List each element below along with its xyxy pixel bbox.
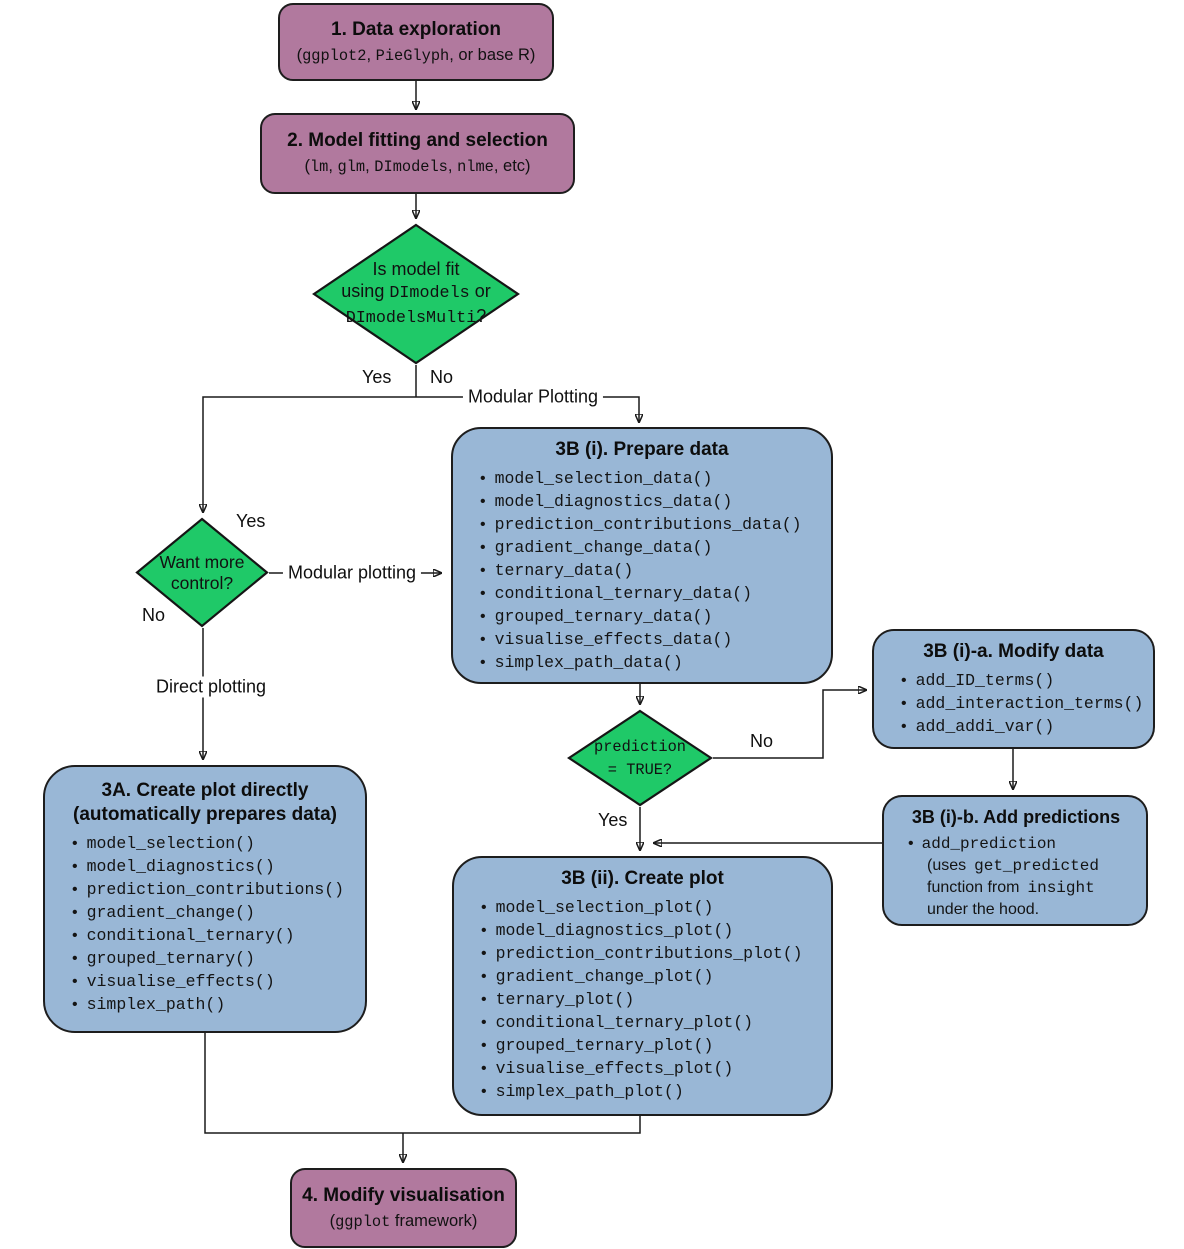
body-line: (uses get_predicted (927, 857, 1099, 875)
function-list-item: •add_ID_terms() (901, 671, 1055, 690)
diamond-line: prediction (594, 738, 686, 756)
edge-label-no-model: No (430, 367, 454, 387)
function-list-item: •conditional_ternary_plot() (481, 1013, 754, 1032)
node-3bib-add-predictions: 3B (i)-b. Add predictions • add_predicti… (882, 795, 1148, 926)
node-title: 3B (ii). Create plot (561, 868, 724, 889)
function-list-item: •prediction_contributions_plot() (481, 944, 803, 963)
function-list-item: •conditional_ternary() (72, 926, 295, 945)
body-line: function from insight (927, 879, 1095, 897)
edge-label-no-control: No (142, 605, 166, 625)
node-subtitle: (ggplot2, PieGlyph, or base R) (296, 45, 536, 65)
node-title: 3B (i). Prepare data (555, 439, 729, 460)
function-list-item: •ternary_data() (480, 561, 634, 580)
function-list-item: •add_interaction_terms() (901, 694, 1144, 713)
function-list-item: •gradient_change_plot() (481, 967, 714, 986)
node-data-exploration: 1. Data exploration (ggplot2, PieGlyph, … (278, 3, 554, 81)
node-title: (automatically prepares data) (73, 804, 337, 825)
diamond-line: Is model fit (372, 259, 460, 279)
edge-label-yes-prediction: Yes (598, 810, 628, 830)
edge-label-modular-plotting-top: Modular Plotting (462, 386, 604, 408)
function-list-item: •prediction_contributions_data() (480, 515, 802, 534)
node-3bia-modify-data: 3B (i)-a. Modify data •add_ID_terms()•ad… (872, 629, 1155, 749)
node-modify-visualisation: 4. Modify visualisation (ggplot framewor… (290, 1168, 517, 1248)
edge-label-yes-control: Yes (236, 511, 266, 531)
node-body: • add_prediction (uses get_predicted fun… (894, 833, 1138, 920)
function-list-item: •simplex_path_plot() (481, 1082, 684, 1101)
node-3bi-prepare-data: 3B (i). Prepare data •model_selection_da… (451, 427, 833, 684)
function-list-item: •model_diagnostics() (72, 857, 275, 876)
function-list-item: •model_selection_plot() (481, 898, 714, 917)
function-list-item: •model_selection() (72, 834, 255, 853)
edge-label-direct-plotting: Direct plotting (150, 676, 272, 698)
node-subtitle: (lm, glm, DImodels, nlme, etc) (304, 157, 531, 176)
edge-yes-to-control (203, 396, 416, 512)
decision-prediction-true: prediction = TRUE? (567, 709, 713, 807)
diamond-line: using DImodels or (341, 281, 491, 303)
function-list-item: •visualise_effects_data() (480, 630, 733, 649)
function-list-item: •simplex_path_data() (480, 653, 683, 672)
function-list-item: •grouped_ternary() (72, 949, 255, 968)
diamond-shape (312, 223, 520, 365)
node-title: 3B (i)-a. Modify data (923, 641, 1104, 662)
node-subtitle: (ggplot framework) (329, 1211, 478, 1231)
diamond-line: Want more (159, 551, 245, 572)
function-list-item: •model_diagnostics_plot() (481, 921, 734, 940)
function-list-item: •ternary_plot() (481, 990, 635, 1009)
body-line: • add_prediction (908, 833, 1138, 855)
function-list-item: •grouped_ternary_data() (480, 607, 713, 626)
decision-model-fit: Is model fit using DImodels or DImodelsM… (312, 223, 520, 365)
edge-label-modular-plotting-mid: Modular plotting (282, 562, 422, 584)
function-list: •model_selection_data() •model_diagnostic… (463, 467, 821, 674)
body-text: add_prediction (921, 835, 1057, 853)
node-title: 3A. Create plot directly (101, 780, 309, 801)
function-list-item: •gradient_change() (72, 903, 255, 922)
function-list-item: •conditional_ternary_data() (480, 584, 753, 603)
function-list: •model_selection() •model_diagnostics() •p… (55, 832, 355, 1016)
decision-want-control: Want more control? (135, 517, 269, 628)
diamond-shape (567, 709, 713, 807)
function-list-item: •gradient_change_data() (480, 538, 713, 557)
node-title: 3B (i)-b. Add predictions (911, 807, 1121, 827)
function-list-item: •prediction_contributions() (72, 880, 345, 899)
edge-label-yes-model: Yes (362, 367, 392, 387)
function-list-item: •add_addi_var() (901, 717, 1055, 736)
node-title: 2. Model fitting and selection (287, 130, 548, 151)
function-list: •add_ID_terms() •add_interaction_terms() •… (884, 669, 1143, 738)
edge-prediction-no (713, 690, 866, 759)
function-list-item: •grouped_ternary_plot() (481, 1036, 714, 1055)
function-list: •model_selection_plot() •model_diagnostic… (464, 896, 821, 1103)
node-3a-create-plot-directly: 3A. Create plot directly (automatically … (43, 765, 367, 1033)
node-3bii-create-plot: 3B (ii). Create plot •model_selection_pl… (452, 856, 833, 1116)
node-title: 4. Modify visualisation (302, 1184, 505, 1206)
diamond-line: control? (170, 572, 234, 593)
diamond-line: = TRUE? (607, 761, 673, 779)
node-title: 1. Data exploration (331, 18, 501, 40)
bullet-icon: • (908, 835, 914, 852)
function-list-item: •visualise_effects_plot() (481, 1059, 734, 1078)
function-list-item: •simplex_path() (72, 995, 226, 1014)
node-model-fitting: 2. Model fitting and selection (lm, glm,… (260, 113, 575, 194)
function-list-item: •model_selection_data() (480, 469, 713, 488)
function-list-item: •visualise_effects() (72, 972, 275, 991)
diamond-line: DImodelsMulti? (345, 306, 487, 328)
body-line: under the hood. (927, 901, 1040, 918)
diamond-shape (135, 517, 269, 628)
function-list-item: •model_diagnostics_data() (480, 492, 733, 511)
edge-label-no-prediction: No (750, 731, 774, 751)
